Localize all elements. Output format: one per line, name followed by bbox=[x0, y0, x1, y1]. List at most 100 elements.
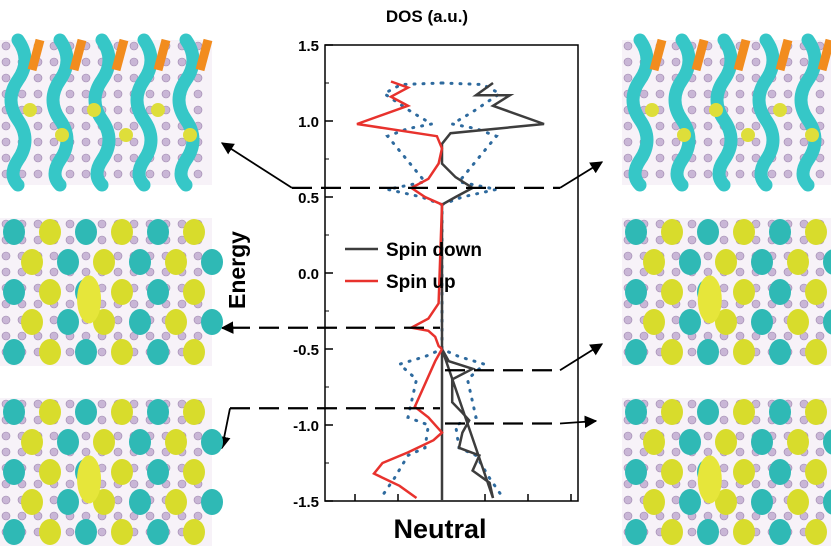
y-tick-label: 1.5 bbox=[298, 38, 319, 55]
atom bbox=[33, 153, 43, 163]
atom bbox=[145, 89, 155, 99]
atom bbox=[703, 447, 713, 457]
atom bbox=[719, 219, 729, 229]
atom bbox=[703, 267, 713, 277]
atom bbox=[49, 315, 59, 325]
atom bbox=[65, 415, 75, 425]
atom bbox=[655, 137, 665, 147]
atom bbox=[81, 137, 91, 147]
atom bbox=[687, 169, 697, 179]
atom bbox=[65, 527, 75, 537]
atom bbox=[161, 121, 171, 131]
atom bbox=[815, 315, 825, 325]
atom bbox=[1, 511, 11, 521]
isosurface-yellow bbox=[183, 339, 205, 365]
atom bbox=[97, 415, 107, 425]
isosurface-yellow bbox=[111, 459, 133, 485]
atom bbox=[113, 511, 123, 521]
isosurface-yellow bbox=[87, 103, 101, 117]
atom bbox=[1, 315, 11, 325]
isosurface-cyan bbox=[769, 399, 791, 425]
isosurface-cyan bbox=[751, 309, 773, 335]
isosurface-cyan bbox=[201, 309, 223, 335]
isosurface-yellow bbox=[733, 219, 755, 245]
atom bbox=[751, 299, 761, 309]
isosurface-yellow bbox=[661, 459, 683, 485]
atom bbox=[97, 235, 107, 245]
isosurface-yellow bbox=[643, 309, 665, 335]
atom bbox=[735, 169, 745, 179]
atom bbox=[17, 331, 27, 341]
atom bbox=[33, 121, 43, 131]
atom bbox=[735, 121, 745, 131]
atom bbox=[783, 137, 793, 147]
atom bbox=[815, 267, 825, 277]
atom bbox=[623, 251, 633, 261]
atom bbox=[623, 41, 633, 51]
atom bbox=[783, 121, 793, 131]
atom bbox=[815, 89, 825, 99]
atom bbox=[161, 137, 171, 147]
atom bbox=[113, 267, 123, 277]
atom bbox=[1, 495, 11, 505]
atom bbox=[655, 479, 665, 489]
y-tick-label: 0.5 bbox=[298, 190, 319, 207]
atom bbox=[703, 511, 713, 521]
atom bbox=[113, 331, 123, 341]
atom bbox=[623, 331, 633, 341]
atom bbox=[735, 251, 745, 261]
atom bbox=[113, 251, 123, 261]
atom bbox=[1, 153, 11, 163]
atom bbox=[767, 89, 777, 99]
isosurface-cyan bbox=[147, 459, 169, 485]
atom bbox=[751, 137, 761, 147]
atom bbox=[33, 299, 43, 309]
isosurface-yellow bbox=[805, 339, 827, 365]
isosurface-yellow bbox=[23, 103, 37, 117]
marker-arrow-left bbox=[218, 408, 231, 450]
atom bbox=[81, 447, 91, 457]
atom bbox=[33, 89, 43, 99]
isosurface-orange bbox=[195, 38, 213, 72]
isosurface-yellow bbox=[773, 103, 787, 117]
atom bbox=[1, 137, 11, 147]
isosurface-orange bbox=[69, 38, 87, 72]
isosurface-yellow bbox=[661, 219, 683, 245]
atom bbox=[703, 169, 713, 179]
atom bbox=[129, 57, 139, 67]
isosurface-yellow bbox=[21, 489, 43, 515]
atom bbox=[177, 57, 187, 67]
atom bbox=[623, 137, 633, 147]
isosurface-cyan bbox=[697, 339, 719, 365]
isosurface-cyan bbox=[710, 33, 738, 192]
isosurface-cyan bbox=[697, 519, 719, 545]
isosurface-yellow bbox=[39, 459, 61, 485]
spin-down-line bbox=[440, 81, 545, 501]
isosurface-yellow bbox=[111, 339, 133, 365]
atom bbox=[703, 137, 713, 147]
y-tick-label: 0.0 bbox=[298, 266, 319, 283]
atom bbox=[81, 169, 91, 179]
atom bbox=[193, 251, 203, 261]
atom bbox=[687, 89, 697, 99]
isosurface-cyan bbox=[751, 429, 773, 455]
isosurface-cyan bbox=[697, 399, 719, 425]
atom bbox=[687, 527, 697, 537]
isosurface-orange bbox=[817, 38, 831, 72]
isosurface-yellow bbox=[787, 429, 809, 455]
isosurface-yellow bbox=[787, 249, 809, 275]
isosurface-cyan bbox=[625, 399, 647, 425]
isosurface-cyan bbox=[201, 249, 223, 275]
isosurface-cyan bbox=[625, 219, 647, 245]
y-tick-label: -1.0 bbox=[293, 418, 319, 435]
atom bbox=[81, 251, 91, 261]
atom bbox=[33, 479, 43, 489]
atom bbox=[687, 479, 697, 489]
isosurface-yellow bbox=[805, 459, 827, 485]
atom bbox=[1, 121, 11, 131]
isosurface-cyan bbox=[697, 219, 719, 245]
isosurface-cyan bbox=[147, 519, 169, 545]
atom bbox=[81, 267, 91, 277]
atom bbox=[735, 89, 745, 99]
atom bbox=[623, 431, 633, 441]
